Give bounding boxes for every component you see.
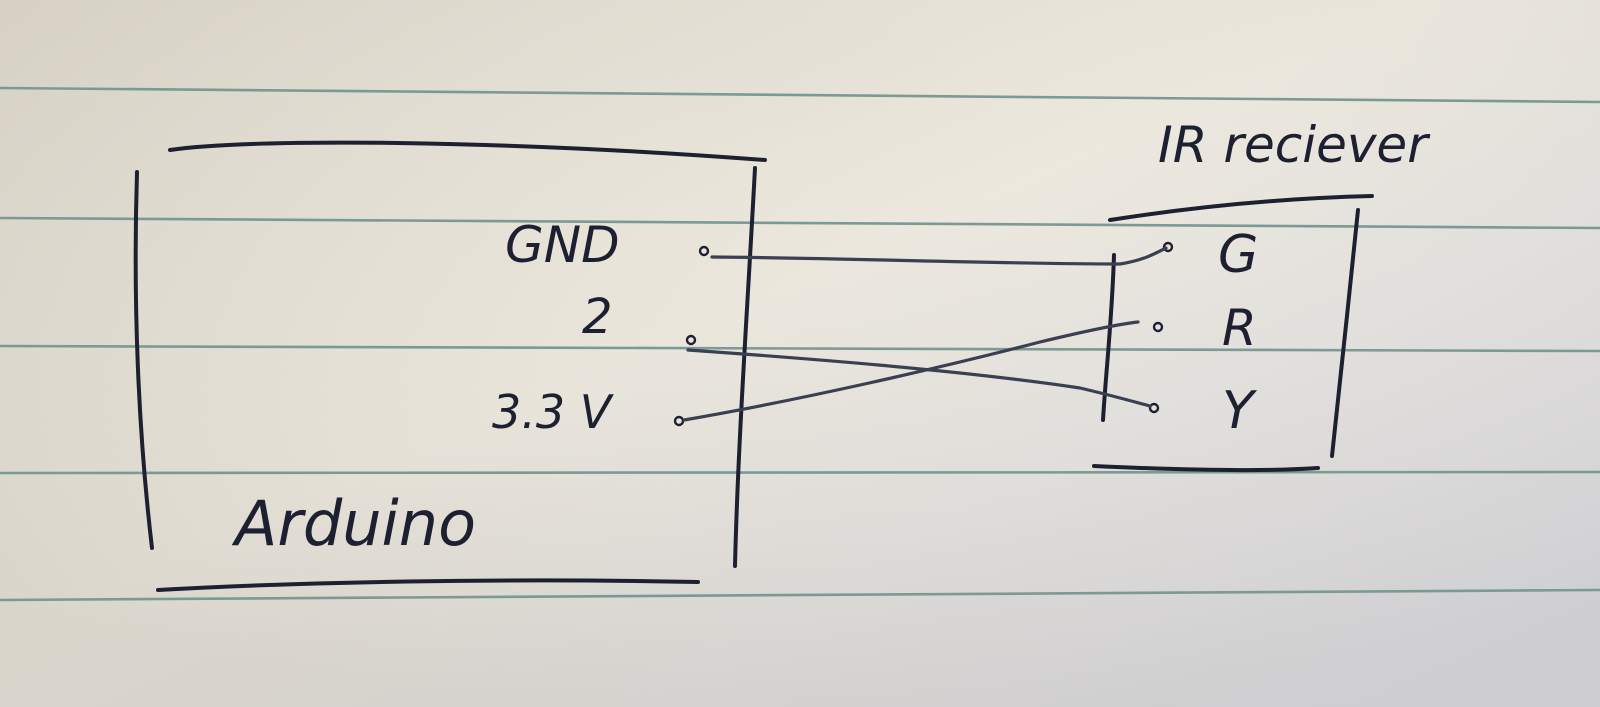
- ir-pin-dot-y: [1148, 402, 1160, 414]
- rule-line: [0, 588, 1600, 602]
- arduino-box-top: [168, 140, 767, 162]
- pin-label-gnd: GND: [505, 216, 620, 274]
- ir-box-bottom: [1092, 464, 1320, 473]
- ir-pin-dot-r: [1152, 321, 1164, 333]
- ir-receiver-label: IR reciever: [1158, 116, 1431, 174]
- rule-line: [0, 470, 1600, 475]
- wire-2-to-y: [686, 348, 1152, 408]
- rule-line: [0, 216, 1600, 230]
- wire-3v3-to-r: [682, 320, 1140, 422]
- arduino-label: Arduino: [231, 487, 476, 560]
- arduino-box-left: [133, 170, 154, 550]
- rule-line: [0, 344, 1600, 353]
- rule-line: [0, 86, 1600, 104]
- ir-pin-label-y: Y: [1222, 381, 1258, 441]
- ir-pin-label-g: G: [1218, 225, 1258, 285]
- ir-box-top: [1108, 194, 1374, 222]
- pin-dot-2: [685, 334, 697, 346]
- ir-receiver-box: [1092, 194, 1374, 473]
- wire-gnd-to-g: [710, 246, 1168, 266]
- arduino-box-right: [733, 166, 757, 568]
- ruled-lines: [0, 86, 1600, 602]
- pin-label-3v3: 3.3 V: [492, 385, 615, 439]
- arduino-box-bottom: [156, 578, 700, 592]
- arduino-box: [133, 140, 767, 592]
- pin-dot-gnd: [698, 245, 710, 257]
- ir-pin-label-r: R: [1222, 299, 1257, 357]
- ir-pin-dot-g: [1162, 241, 1174, 253]
- wires: [682, 246, 1168, 422]
- ir-box-right: [1330, 208, 1360, 458]
- pin-label-2: 2: [582, 289, 613, 345]
- ir-box-inner-left: [1101, 253, 1116, 422]
